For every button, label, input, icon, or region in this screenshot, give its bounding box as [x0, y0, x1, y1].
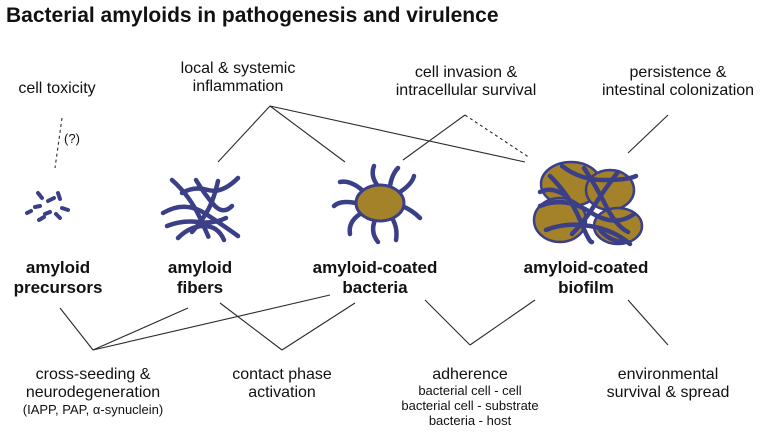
bacterium-cell — [354, 183, 406, 223]
connector-environmental-biofilm — [627, 299, 669, 346]
connector-inflammation-biofilm — [269, 105, 526, 163]
invasion-line-2: intracellular survival — [395, 82, 537, 100]
persistence-line-1: persistence & — [629, 64, 727, 81]
connector-adherence-bacteria — [424, 299, 471, 346]
cross-seeding-label: cross-seeding & neurodegeneration (IAPP,… — [23, 366, 163, 418]
amyloid-coated-biofilm-graphic — [532, 160, 644, 247]
connector-crossseed-fibers — [92, 307, 189, 351]
fiber-strand — [175, 223, 227, 243]
surface-fiber — [389, 215, 399, 243]
contact-phase-label: contact phase activation — [232, 366, 332, 403]
inflammation-line-1: local & systemic — [180, 60, 296, 77]
amyloid-coated-bacteria-label: amyloid-coated bacteria — [313, 258, 438, 297]
coated-bacteria-line-1: amyloid-coated — [312, 258, 438, 277]
precursor-fragment — [54, 212, 62, 220]
precursor-fragment — [56, 191, 62, 201]
surface-fiber — [331, 199, 359, 209]
surface-fiber — [347, 211, 363, 237]
fibers-line-2: fibers — [176, 277, 224, 297]
connector-invasion-bacteria — [402, 114, 466, 161]
precursor-fragment — [36, 191, 44, 200]
adherence-item-2: bacterial cell - substrate — [401, 398, 539, 414]
cross-seeding-line-1: cross-seeding & — [35, 366, 151, 383]
persistence-line-2: intestinal colonization — [601, 82, 755, 100]
biofilm-fiber — [537, 187, 569, 199]
persistence-label: persistence & intestinal colonization — [602, 64, 754, 101]
biofilm-fiber — [543, 222, 633, 247]
connector-contact-fibers — [219, 302, 283, 351]
inflammation-label: local & systemic inflammation — [181, 60, 296, 97]
connector-persistence-biofilm — [627, 114, 669, 154]
precursor-fragment — [25, 209, 33, 215]
fiber-strand — [179, 175, 241, 196]
adherence-item-3: bacteria - host — [428, 413, 512, 429]
environmental-line-1: environmental — [617, 366, 719, 383]
precursor-fragment — [43, 210, 52, 216]
precursor-fragment — [60, 206, 70, 212]
amyloid-precursors-graphic — [25, 191, 70, 222]
fibers-line-1: amyloid — [167, 258, 233, 277]
connector-toxicity-dashed — [54, 117, 63, 169]
cross-seeding-note: (IAPP, PAP, α-synuclein) — [22, 401, 164, 417]
invasion-line-1: cell invasion & — [414, 64, 518, 81]
precursor-fragment — [33, 204, 42, 209]
adherence-heading: adherence — [432, 366, 508, 383]
page-title: Bacterial amyloids in pathogenesis and v… — [6, 4, 499, 27]
contact-line-2: activation — [248, 384, 316, 402]
connector-inflammation-bacteria — [269, 105, 346, 163]
coated-biofilm-line-2: biofilm — [558, 277, 614, 297]
invasion-label: cell invasion & intracellular survival — [396, 64, 537, 101]
amyloid-precursors-label: amyloid precursors — [14, 258, 103, 297]
surface-fiber — [370, 163, 381, 189]
amyloid-coated-bacteria-graphic — [331, 163, 423, 245]
fiber-strand — [164, 215, 229, 229]
biofilm-fiber — [559, 163, 639, 183]
connector-adherence-biofilm — [469, 299, 536, 346]
surface-fiber — [370, 217, 381, 245]
precursor-fragment — [37, 215, 46, 222]
precursors-line-2: precursors — [13, 277, 103, 297]
amyloid-coated-biofilm-label: amyloid-coated biofilm — [524, 258, 649, 297]
connector-crossseed-bacteria — [92, 294, 331, 351]
environmental-label: environmental survival & spread — [607, 366, 730, 403]
amyloid-fibers-label: amyloid fibers — [168, 258, 232, 297]
amyloid-fibers-graphic — [160, 175, 241, 243]
cross-seeding-line-2: neurodegeneration — [25, 384, 161, 402]
contact-line-1: contact phase — [232, 366, 332, 383]
coated-biofilm-line-1: amyloid-coated — [523, 258, 649, 277]
connector-contact-bacteria — [281, 302, 356, 351]
cell-toxicity-label: cell toxicity — [18, 80, 96, 97]
surface-fiber — [387, 165, 401, 189]
connector-crossseed-precursors — [59, 307, 94, 351]
inflammation-line-2: inflammation — [192, 78, 284, 96]
biofilm-fiber — [597, 227, 625, 245]
question-mark-label: (?) — [64, 131, 80, 146]
adherence-item-1: bacterial cell - cell — [418, 383, 522, 399]
connector-inflammation-fibers — [217, 105, 271, 163]
fiber-strand — [169, 177, 211, 239]
biofilm-fiber — [547, 173, 595, 245]
environmental-line-2: survival & spread — [606, 384, 730, 402]
connector-invasion-biofilm-dashed — [464, 114, 531, 159]
precursor-fragment — [46, 196, 56, 203]
connector-lines — [54, 105, 669, 351]
surface-fiber — [337, 179, 365, 193]
precursors-line-1: amyloid — [25, 258, 91, 277]
surface-fiber — [397, 173, 417, 195]
adherence-label: adherence bacterial cell - cell bacteria… — [401, 366, 538, 429]
coated-bacteria-line-2: bacteria — [342, 277, 408, 297]
